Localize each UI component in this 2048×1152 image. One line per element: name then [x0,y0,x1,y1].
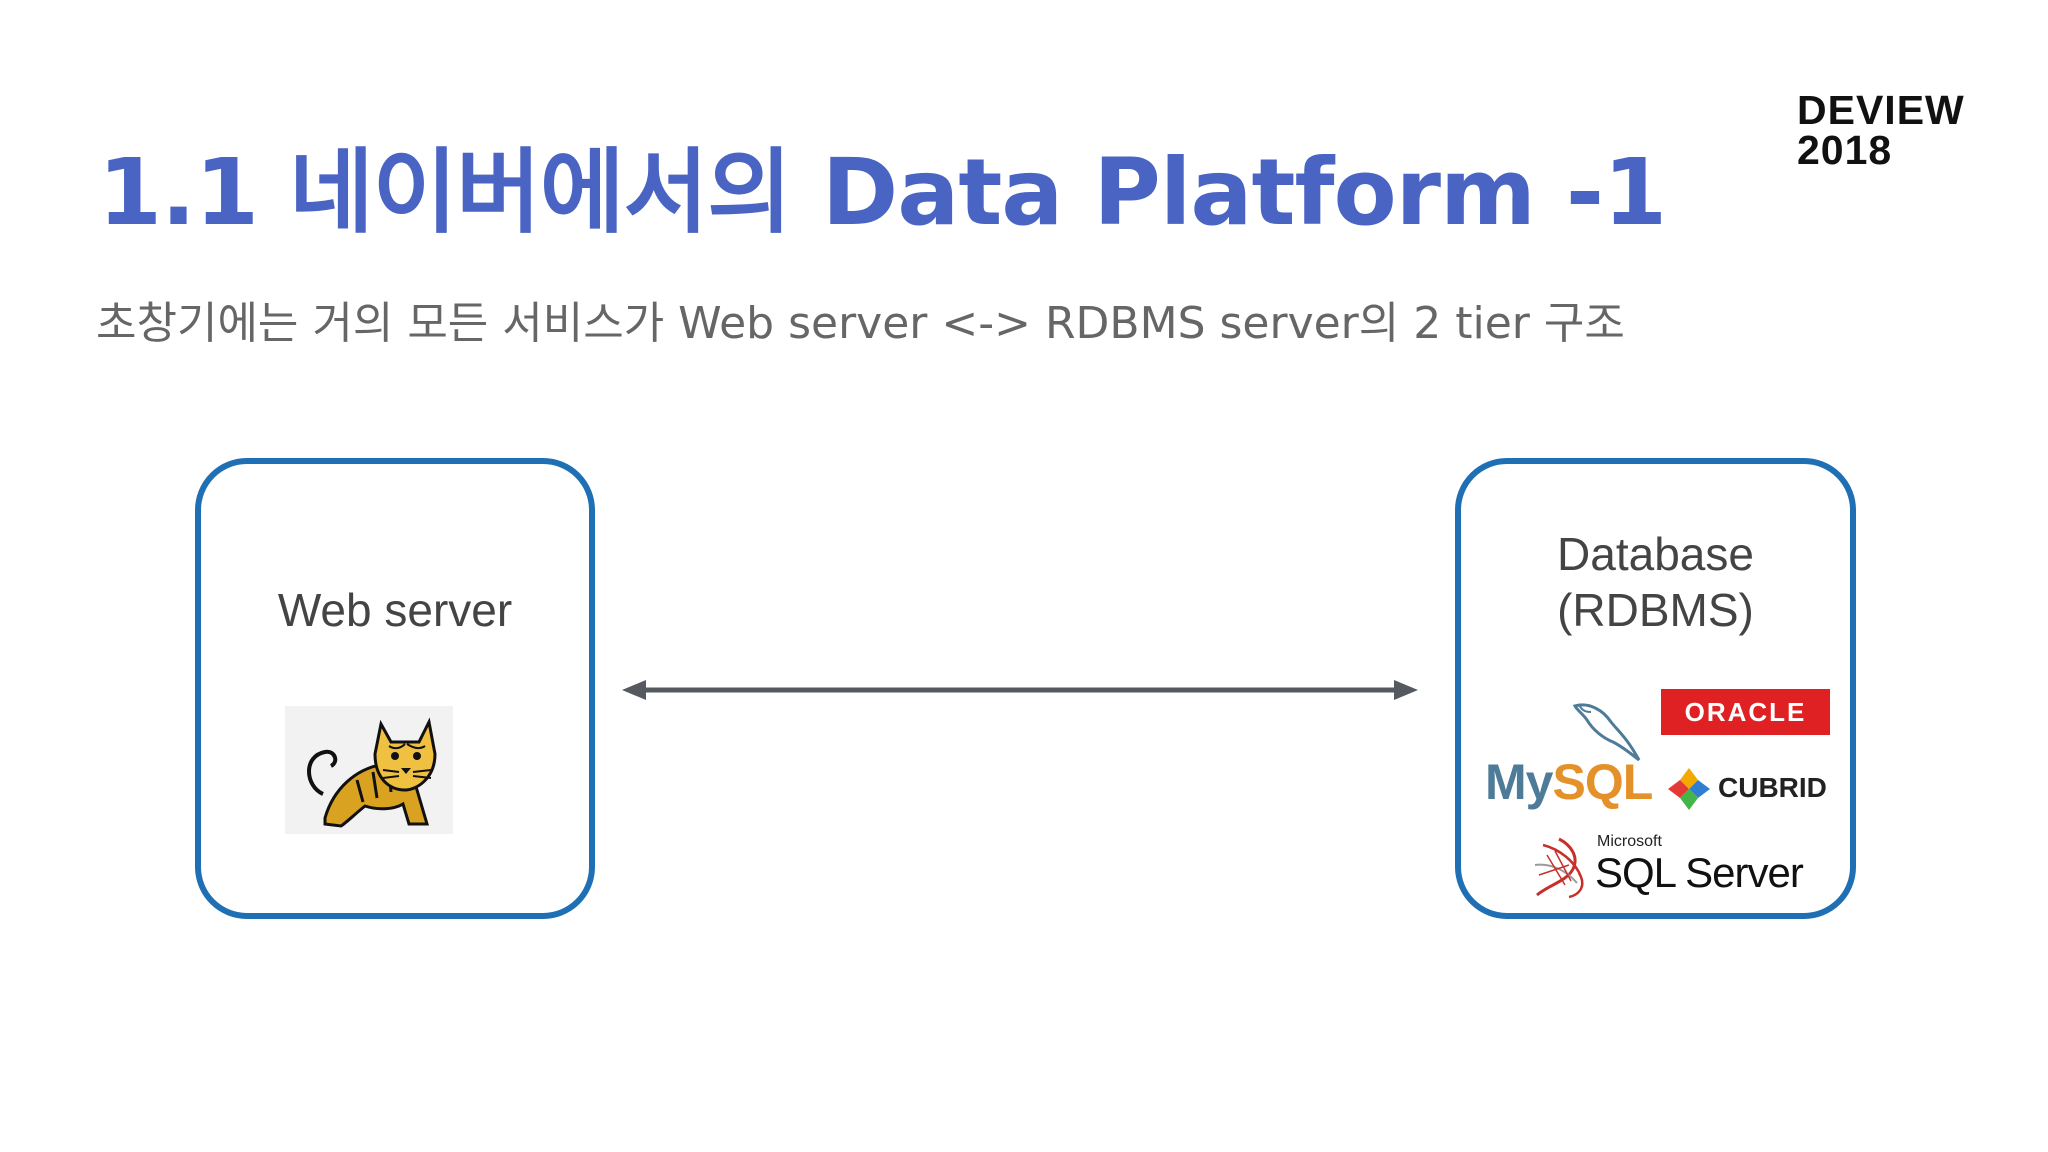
tomcat-logo-icon [285,706,453,834]
mysql-sql-text: SQL [1552,754,1653,810]
bidirectional-arrow [622,680,1418,700]
sql-server-text: SQL Server [1595,849,1804,896]
database-label-line-2: (RDBMS) [1557,584,1754,636]
slide-title: 1.1 네이버에서의 Data Platform -1 [98,139,1667,246]
web-server-label: Web server [277,584,513,636]
arrow-head-left [622,680,646,700]
brand-line-2: 2018 [1797,127,1893,173]
sql-server-mark-icon [1534,837,1584,899]
database-box: Database (RDBMS) ORACLE MySQL CUBRID Mic… [1455,458,1856,919]
cubrid-text: CUBRID [1718,772,1827,803]
database-label: Database (RDBMS) [1461,526,1850,638]
cubrid-mark-icon [1668,768,1710,810]
web-server-box: Web server [195,458,595,919]
microsoft-text: Microsoft [1597,833,1662,850]
mysql-logo: MySQL [1485,752,1653,812]
arrow-head-right [1394,680,1418,700]
deview-logo: DEVIEW 2018 [1797,87,1965,173]
slide-subtitle: 초창기에는 거의 모든 서비스가 Web server <-> RDBMS se… [96,298,1625,349]
mysql-dolphin-icon [1572,703,1641,762]
mysql-my-text: My [1485,754,1553,810]
sql-server-logo: Microsoft SQL Server [1529,831,1819,901]
brand-line-1: DEVIEW [1797,87,1965,133]
database-label-line-1: Database [1557,528,1754,580]
oracle-logo: ORACLE [1661,689,1830,735]
